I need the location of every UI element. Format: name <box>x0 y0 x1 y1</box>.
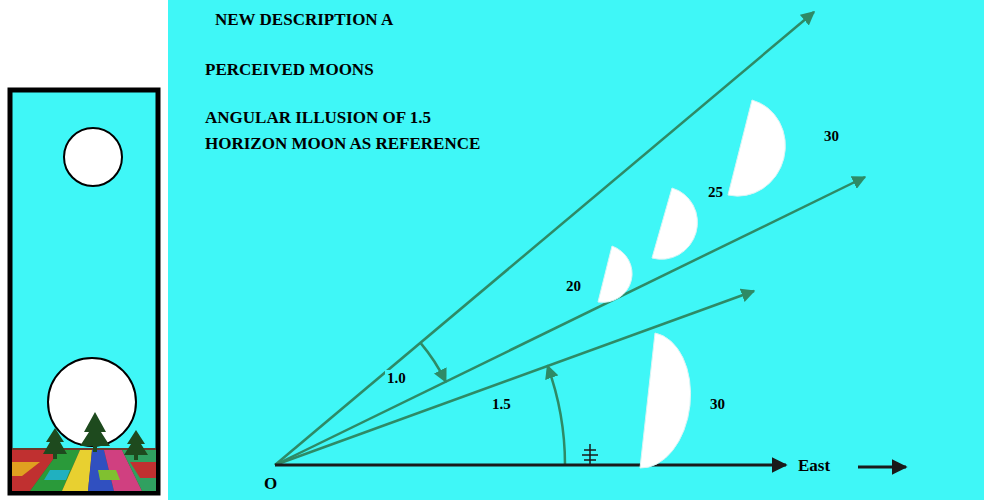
horizon-moon <box>48 358 136 446</box>
moon-size: 20 <box>564 278 583 295</box>
trees <box>43 412 148 460</box>
east-axis <box>275 464 786 467</box>
diagram-title: NEW DESCRIPTION A <box>215 10 393 30</box>
right-panel <box>168 0 984 500</box>
east-arrow <box>858 466 906 469</box>
sight-rays <box>275 12 865 465</box>
origin-label: O <box>264 474 277 494</box>
moon-size: 30 <box>708 396 727 413</box>
angle-value: 1.0 <box>385 370 408 387</box>
angle-value: 1.5 <box>490 396 513 413</box>
note-line: HORIZON MOON AS REFERENCE <box>205 134 480 154</box>
zenith-moon <box>64 128 122 186</box>
subtitle: PERCEIVED MOONS <box>205 60 374 80</box>
direction-label: East <box>796 456 832 476</box>
left-panel <box>10 90 158 493</box>
moon-size: 25 <box>706 184 725 201</box>
half-moons <box>598 100 785 468</box>
tree-symbol <box>582 444 598 464</box>
moon-size: 30 <box>822 128 841 145</box>
note-line: ANGULAR ILLUSION OF 1.5 <box>205 108 431 128</box>
